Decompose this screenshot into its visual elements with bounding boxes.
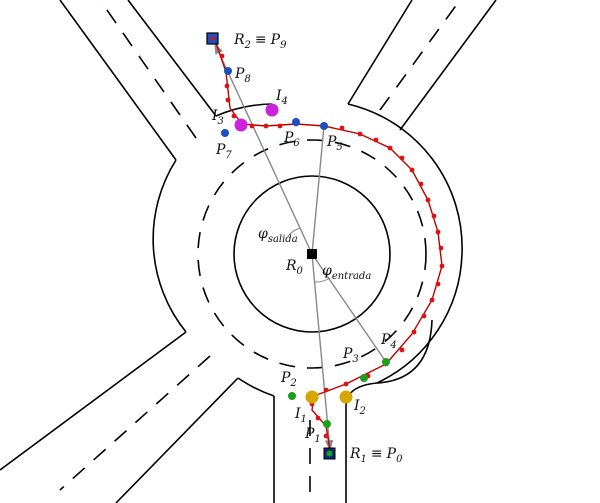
i3-point [234,118,248,132]
p2-point [288,392,296,400]
i2-point [339,390,353,404]
r1-label: R1≡P0 [349,446,403,465]
p3-point [360,374,368,382]
r0-label: R0 [285,258,304,277]
r0-square [307,249,317,259]
entry-points [288,358,390,428]
i1-label: I1 [294,406,307,425]
central-island [233,175,391,333]
phi-salida-label: φsalida [258,226,298,245]
i3-label: I3 [211,108,224,127]
i4-label: I4 [275,88,288,107]
road-bottom-left-edge-b [115,377,239,503]
i1-point [305,390,319,404]
p6-point [292,118,300,126]
angle-arcs [287,227,331,283]
vector-center-to-r2 [214,42,313,255]
vector-center-to-p4 [311,253,387,363]
vector-center-to-r1 [311,253,334,452]
road-top-right-edge-b [376,319,433,384]
angle-entrada-arc [313,277,331,283]
p8-point [224,67,232,75]
p7-label: P7 [215,142,232,161]
p6-label: P6 [283,130,300,149]
road-outlines [0,0,497,503]
p7-point [221,129,229,137]
p4-point [382,358,390,366]
p4-label: P4 [380,332,397,351]
p0-dot [326,450,333,457]
vectors [214,42,387,452]
exit-points [221,67,328,137]
p5-point [320,122,328,130]
lane-markings [59,0,461,503]
lane-top-right [379,0,461,111]
road-top-right-edge-a [347,0,413,105]
trajectory-path [214,39,443,451]
p1-label: P1 [304,426,321,445]
roundabout-outer-arc-bottom-left [237,377,275,397]
angle-salida-arc [287,227,301,237]
p1-point [323,420,331,428]
p5-label: P5 [326,134,343,153]
p3-label: P3 [342,346,359,365]
p9-dot [210,36,215,41]
lane-bottom-left [59,355,211,491]
p2-label: P2 [280,370,297,389]
road-top-left-edge-b [127,0,217,117]
vector-center-to-p5 [311,125,325,255]
i2-label: I2 [353,398,366,417]
roundabout-outer-arc-top [215,103,273,117]
road-top-left-edge-a [59,0,177,161]
i4-point [265,103,279,117]
trajectory-samples [219,53,445,453]
roundabout-outer-arc-left [152,159,187,333]
road-bottom-left-edge-a [0,331,187,471]
r2-label: R2≡P9 [233,32,287,51]
lane-top-left [99,0,197,139]
road-right-top-edge-a [399,0,497,131]
roundabout-lane-divider [197,139,427,369]
p8-label: P8 [234,66,251,85]
phi-entrada-label: φentrada [322,263,371,282]
